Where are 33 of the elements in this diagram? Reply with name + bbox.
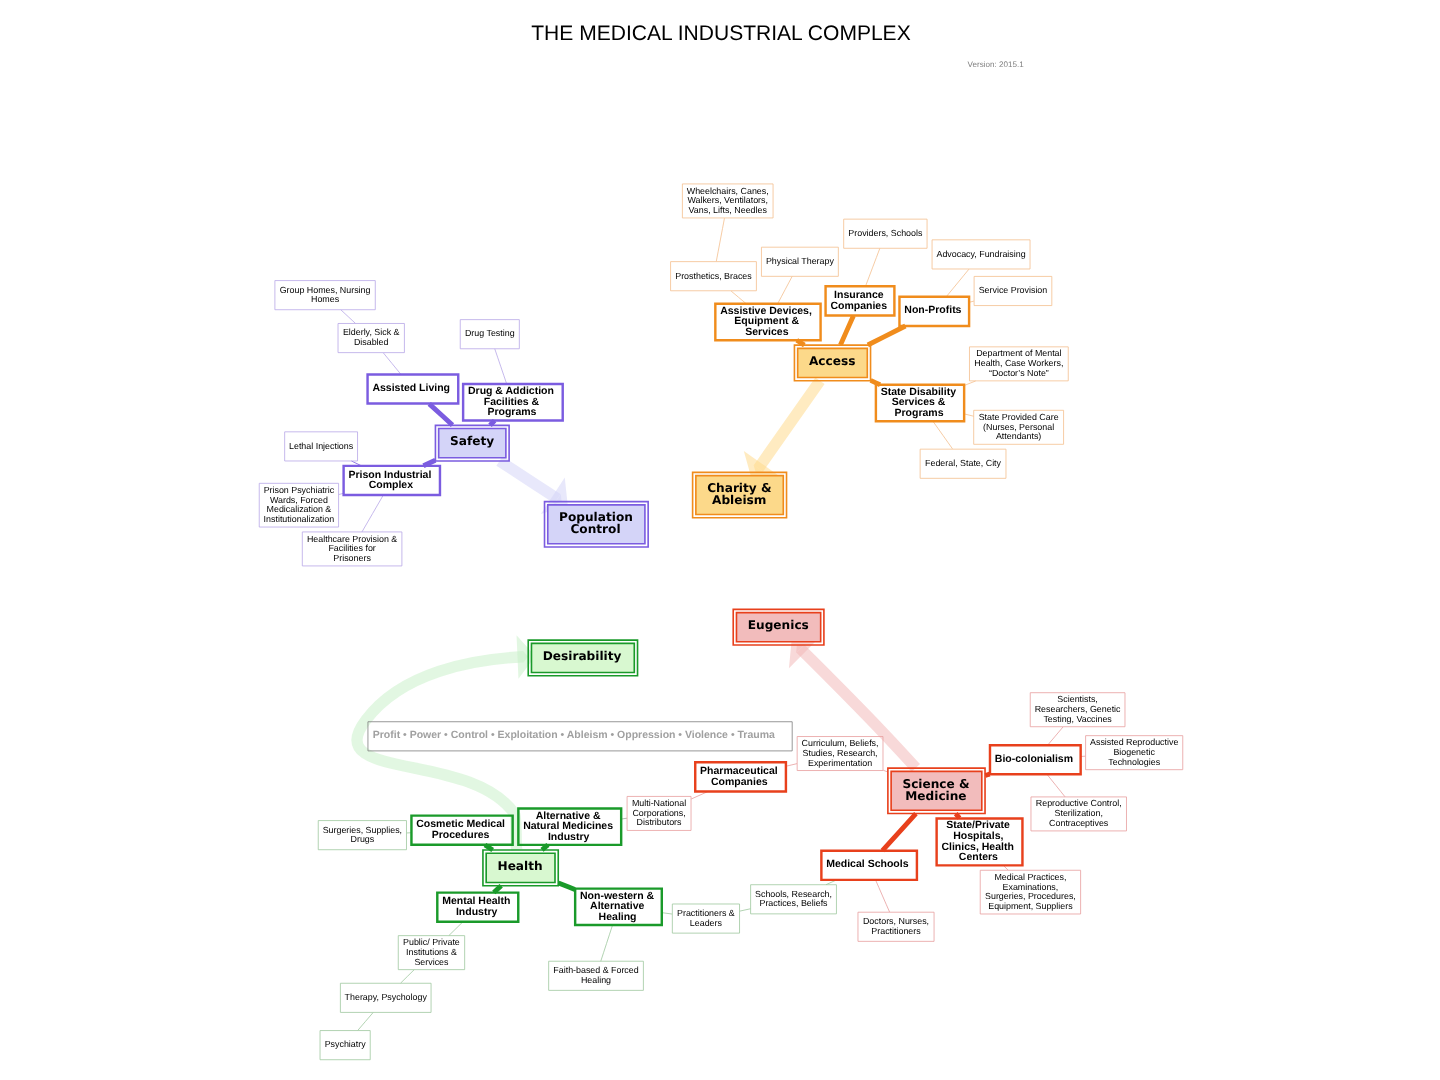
connector [339, 309, 355, 324]
connector [619, 817, 627, 820]
connector [356, 1012, 373, 1031]
connector [599, 924, 612, 962]
connector [824, 879, 837, 886]
diagram-title: THE MEDICAL INDUSTRIAL COMPLEX [530, 22, 910, 47]
connector [426, 402, 454, 427]
connector [962, 380, 976, 386]
connector [944, 268, 969, 298]
connector [729, 290, 746, 305]
connector [1046, 726, 1063, 746]
arrow [787, 637, 920, 772]
connector [447, 921, 463, 936]
connector [776, 276, 792, 304]
connector [399, 969, 414, 984]
connector [493, 348, 507, 385]
connector [382, 352, 401, 375]
connector [660, 912, 672, 915]
connector [879, 811, 917, 853]
connector [360, 494, 383, 533]
connector [784, 763, 797, 767]
connector [689, 791, 708, 800]
connector [837, 314, 855, 346]
connector [874, 879, 889, 913]
connector [865, 323, 906, 348]
connector [350, 460, 361, 467]
connector [714, 217, 724, 262]
connector [864, 247, 880, 287]
connector [556, 880, 575, 892]
connector [738, 908, 750, 912]
connector [1045, 774, 1065, 798]
connector [963, 413, 974, 417]
connector [931, 420, 952, 450]
